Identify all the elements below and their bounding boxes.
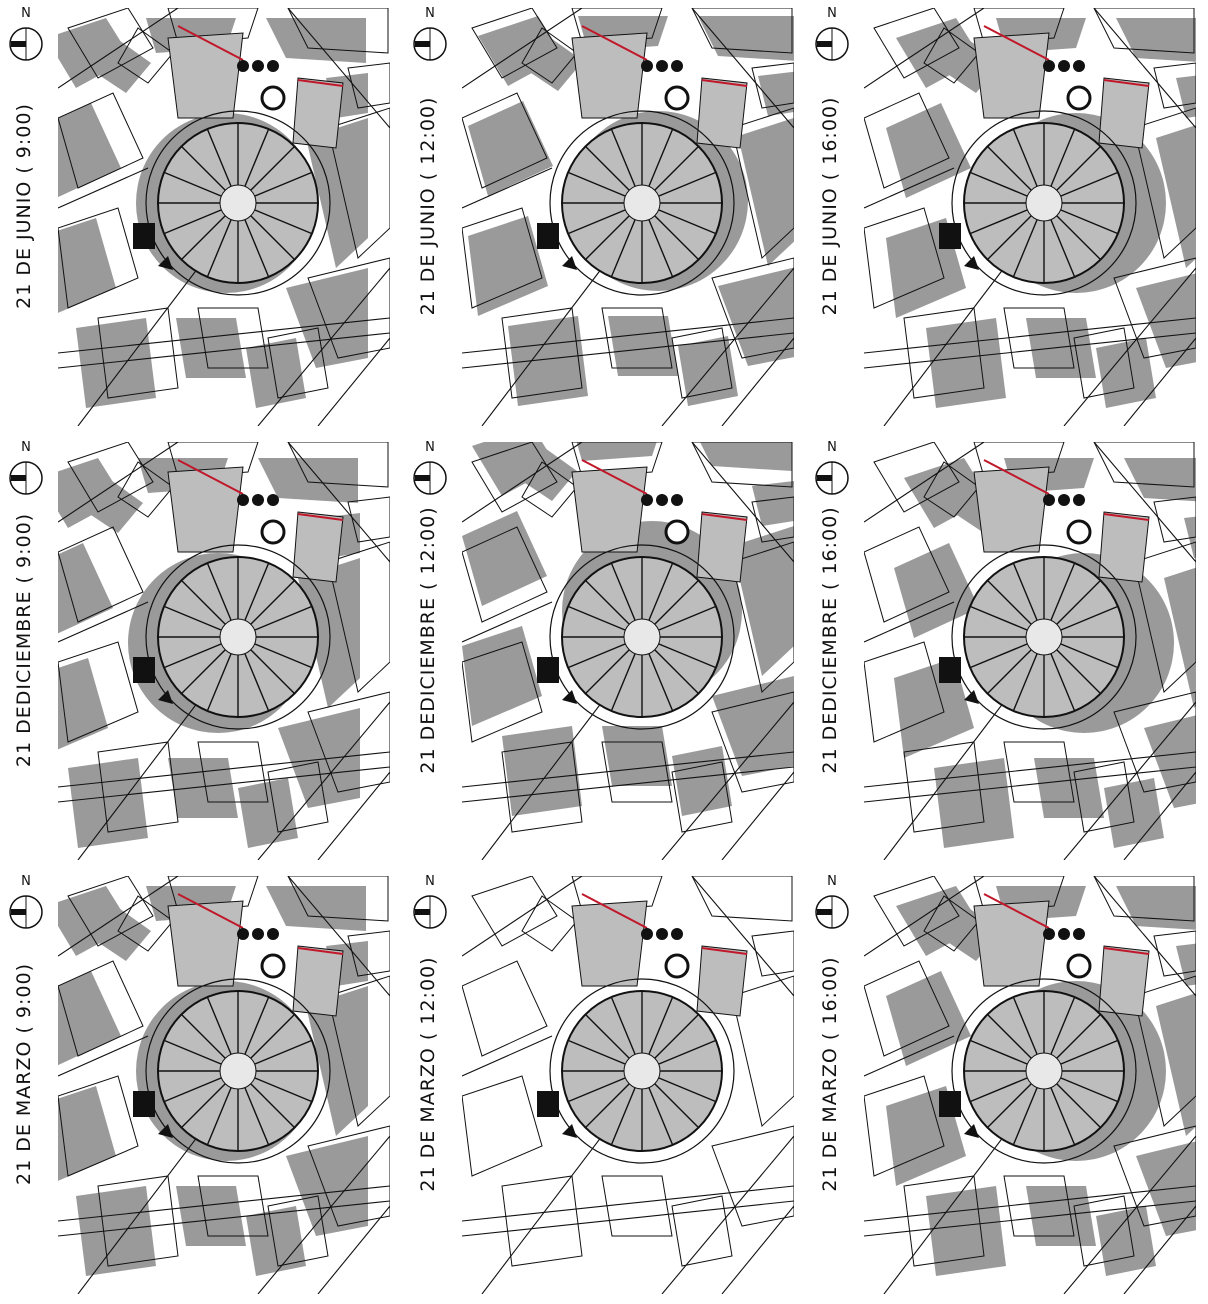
north-label: N: [425, 874, 435, 889]
solar-study-panel: N 21 DE MARZO ( 16:00): [806, 868, 1208, 1302]
panel-date-label: 21 DEDICIEMBRE ( 16:00): [806, 506, 854, 773]
panel-date-label: 21 DEDICIEMBRE ( 9:00): [0, 513, 48, 767]
north-label: N: [21, 440, 31, 455]
panel-date-text: 21 DEDICIEMBRE ( 16:00): [819, 506, 841, 774]
panel-date-label: 21 DE JUNIO ( 12:00): [404, 86, 452, 326]
north-arrow-icon: N: [410, 6, 450, 64]
north-label: N: [827, 440, 837, 455]
site-plan-drawing: [58, 8, 390, 426]
north-arrow-icon: N: [812, 440, 852, 498]
site-plan-drawing: [58, 876, 390, 1294]
panel-date-label: 21 DE JUNIO ( 9:00): [0, 86, 48, 326]
north-arrow-icon: N: [410, 440, 450, 498]
site-plan-drawing: [864, 442, 1196, 860]
panel-date-label: 21 DEDICIEMBRE ( 12:00): [404, 506, 452, 773]
panel-date-text: 21 DE MARZO ( 9:00): [13, 962, 35, 1186]
panel-date-text: 21 DEDICIEMBRE ( 9:00): [13, 512, 35, 768]
panel-date-label: 21 DE JUNIO ( 16:00): [806, 86, 854, 326]
panel-date-text: 21 DE JUNIO ( 12:00): [417, 96, 439, 316]
panel-date-label: 21 DE MARZO ( 16:00): [806, 954, 854, 1194]
site-plan-drawing: [864, 876, 1196, 1294]
panel-date-text: 21 DEDICIEMBRE ( 12:00): [417, 506, 439, 774]
north-arrow-icon: N: [6, 6, 46, 64]
north-label: N: [425, 440, 435, 455]
north-arrow-icon: N: [6, 874, 46, 932]
solar-study-panel: N 21 DE MARZO ( 9:00): [0, 868, 402, 1302]
panel-date-text: 21 DE JUNIO ( 16:00): [819, 96, 841, 316]
solar-study-panel: N 21 DE JUNIO ( 12:00): [404, 0, 806, 434]
north-label: N: [827, 6, 837, 21]
solar-study-panel: N 21 DE JUNIO ( 16:00): [806, 0, 1208, 434]
panel-date-text: 21 DE MARZO ( 12:00): [417, 956, 439, 1192]
north-arrow-icon: N: [812, 6, 852, 64]
panel-date-label: 21 DE MARZO ( 12:00): [404, 954, 452, 1194]
north-arrow-icon: N: [410, 874, 450, 932]
solar-study-panel: N 21 DEDICIEMBRE ( 9:00): [0, 434, 402, 868]
north-label: N: [827, 874, 837, 889]
panel-date-text: 21 DE JUNIO ( 9:00): [13, 103, 35, 309]
site-plan-drawing: [462, 876, 794, 1294]
panel-date-text: 21 DE MARZO ( 16:00): [819, 956, 841, 1192]
north-arrow-icon: N: [812, 874, 852, 932]
north-label: N: [21, 6, 31, 21]
north-arrow-icon: N: [6, 440, 46, 498]
site-plan-drawing: [462, 8, 794, 426]
solar-study-panel: N 21 DE JUNIO ( 9:00): [0, 0, 402, 434]
site-plan-drawing: [864, 8, 1196, 426]
solar-study-panel: N 21 DE MARZO ( 12:00): [404, 868, 806, 1302]
panel-date-label: 21 DE MARZO ( 9:00): [0, 954, 48, 1194]
north-label: N: [425, 6, 435, 21]
site-plan-drawing: [58, 442, 390, 860]
site-plan-drawing: [462, 442, 794, 860]
solar-study-panel: N 21 DEDICIEMBRE ( 12:00): [404, 434, 806, 868]
solar-study-panel: N 21 DEDICIEMBRE ( 16:00): [806, 434, 1208, 868]
north-label: N: [21, 874, 31, 889]
